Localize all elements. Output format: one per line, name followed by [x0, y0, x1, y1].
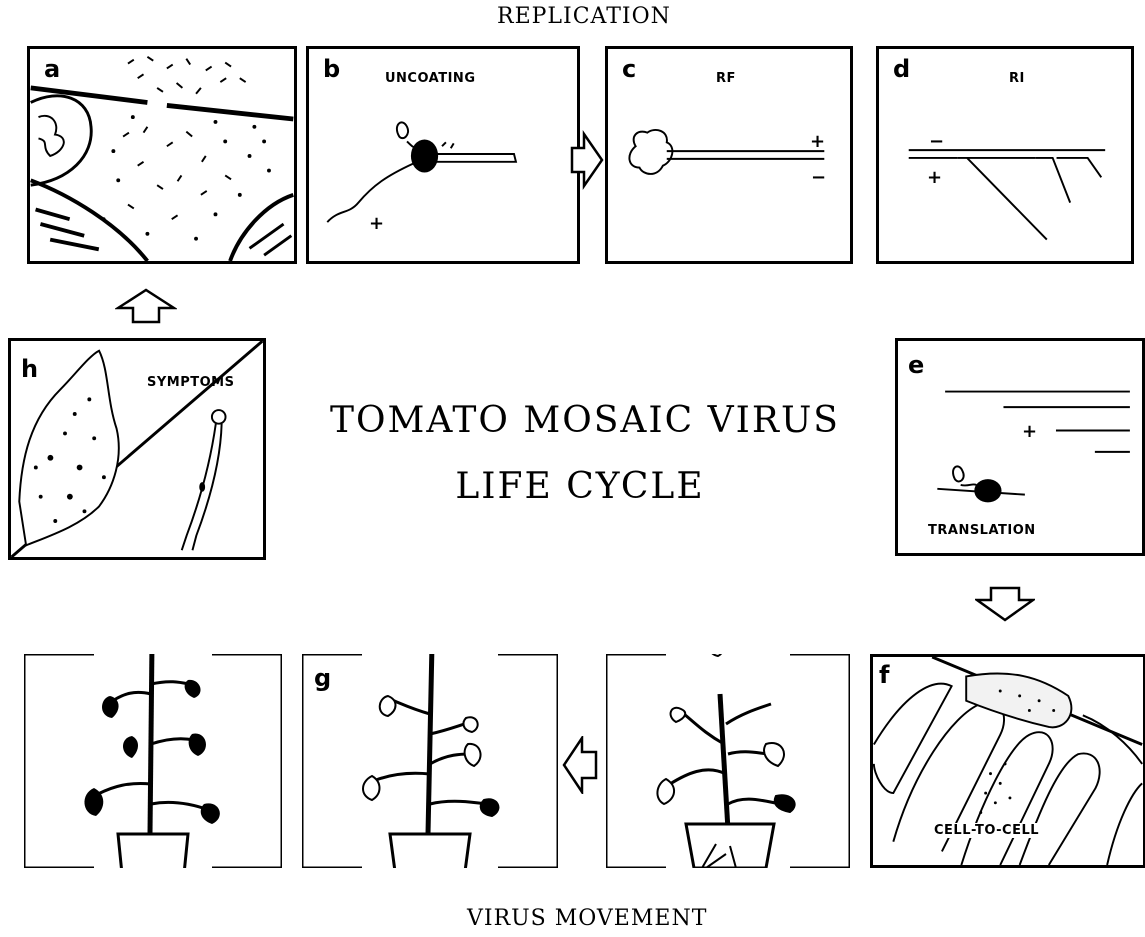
arrow-left-icon: [562, 736, 598, 794]
plus-strand-sign: +: [927, 169, 942, 187]
title-line-2: LIFE CYCLE: [330, 466, 830, 507]
panel-b-label: b: [323, 57, 340, 81]
arrow-down-icon: [975, 586, 1035, 622]
panel-a-cell-infection: a: [27, 46, 297, 264]
replication-heading: REPLICATION: [497, 4, 671, 29]
title-line-1: TOMATO MOSAIC VIRUS: [330, 400, 830, 441]
minus-strand-sign: −: [929, 133, 944, 151]
minus-strand-sign: −: [811, 169, 826, 187]
panel-f-label: f: [879, 663, 889, 687]
plus-strand-sign: +: [810, 133, 825, 151]
arrow-up-icon: [115, 288, 177, 324]
plant-illustration: [363, 654, 498, 868]
panel-b-uncoating: b UNCOATING +: [306, 46, 580, 264]
symptoms-illustration: [11, 341, 263, 557]
panel-h-symptoms: h SYMPTOMS: [8, 338, 266, 560]
panel-c-label: c: [622, 57, 636, 81]
panel-h-label: h: [21, 357, 38, 381]
cell-to-cell-label: CELL-TO-CELL: [931, 823, 1042, 838]
plus-strand-sign: +: [369, 215, 384, 233]
ri-label: RI: [1009, 71, 1025, 86]
panel-f-cell-to-cell: f CELL-TO-CELL: [870, 654, 1145, 868]
panel-g-infected-plant: [302, 654, 558, 868]
panel-e-label: e: [908, 353, 924, 377]
rf-label: RF: [716, 71, 736, 86]
healthy-plant-illustration: [84, 654, 219, 868]
symptoms-label: SYMPTOMS: [147, 375, 234, 390]
panel-d-label: d: [893, 57, 910, 81]
panel-infected-plant-frame: [606, 654, 850, 868]
uncoating-label: UNCOATING: [385, 71, 476, 86]
panel-g-label: g: [314, 666, 331, 690]
replicative-intermediate-illustration: [879, 49, 1131, 261]
translation-illustration: [898, 341, 1142, 553]
arrow-right-icon: [570, 130, 604, 190]
plus-strand-sign: +: [1022, 423, 1037, 441]
translation-label: TRANSLATION: [928, 523, 1036, 538]
cell-infection-illustration: [30, 49, 294, 261]
panel-c-replicative-form: c RF + −: [605, 46, 853, 264]
panel-e-translation: e + TRANSLATION: [895, 338, 1145, 556]
virus-movement-heading: VIRUS MOVEMENT: [467, 906, 707, 931]
panel-d-replicative-intermediate: d RI − +: [876, 46, 1134, 264]
panel-healthy-plant: [24, 654, 282, 868]
infected-plant-illustration: [657, 654, 794, 868]
panel-a-label: a: [44, 57, 60, 81]
